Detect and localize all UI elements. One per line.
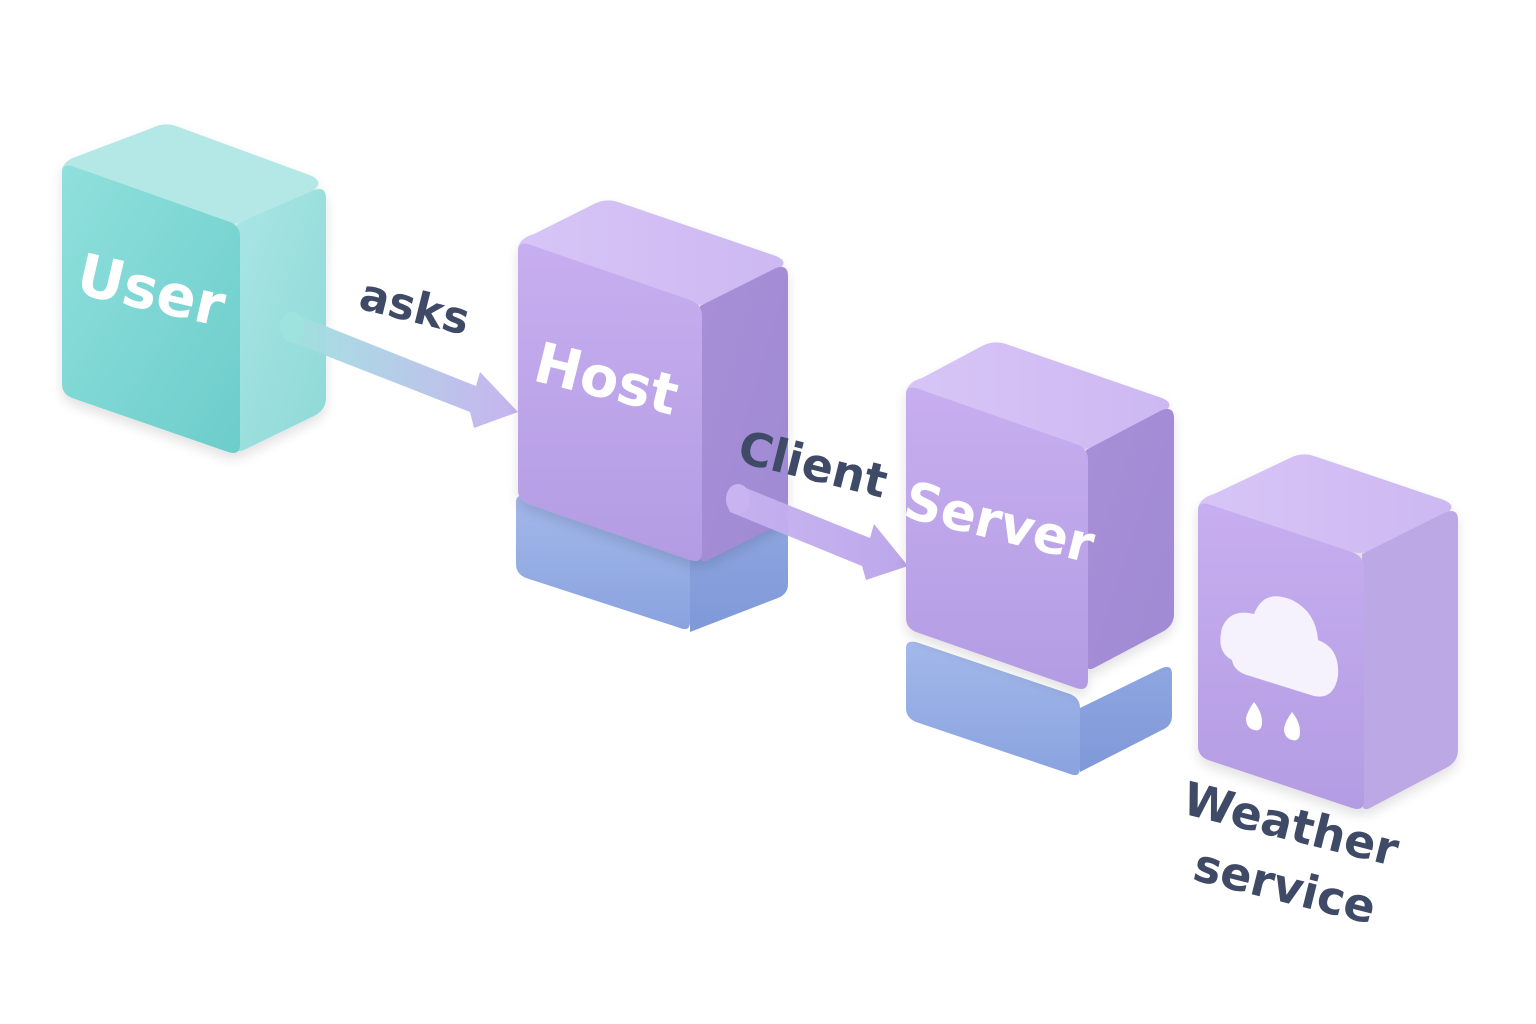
user-block: User bbox=[62, 124, 326, 453]
cloud-rain-icon bbox=[1220, 596, 1339, 741]
weather-service-block bbox=[1198, 454, 1458, 810]
asks-edge-label: asks bbox=[354, 269, 474, 345]
host-block: Host bbox=[518, 200, 788, 562]
server-base-block bbox=[906, 641, 1172, 776]
arrow-user-to-host bbox=[280, 312, 518, 428]
server-block: Server bbox=[898, 342, 1174, 689]
arrow-host-to-server bbox=[726, 484, 908, 580]
host-base-block bbox=[516, 495, 788, 632]
